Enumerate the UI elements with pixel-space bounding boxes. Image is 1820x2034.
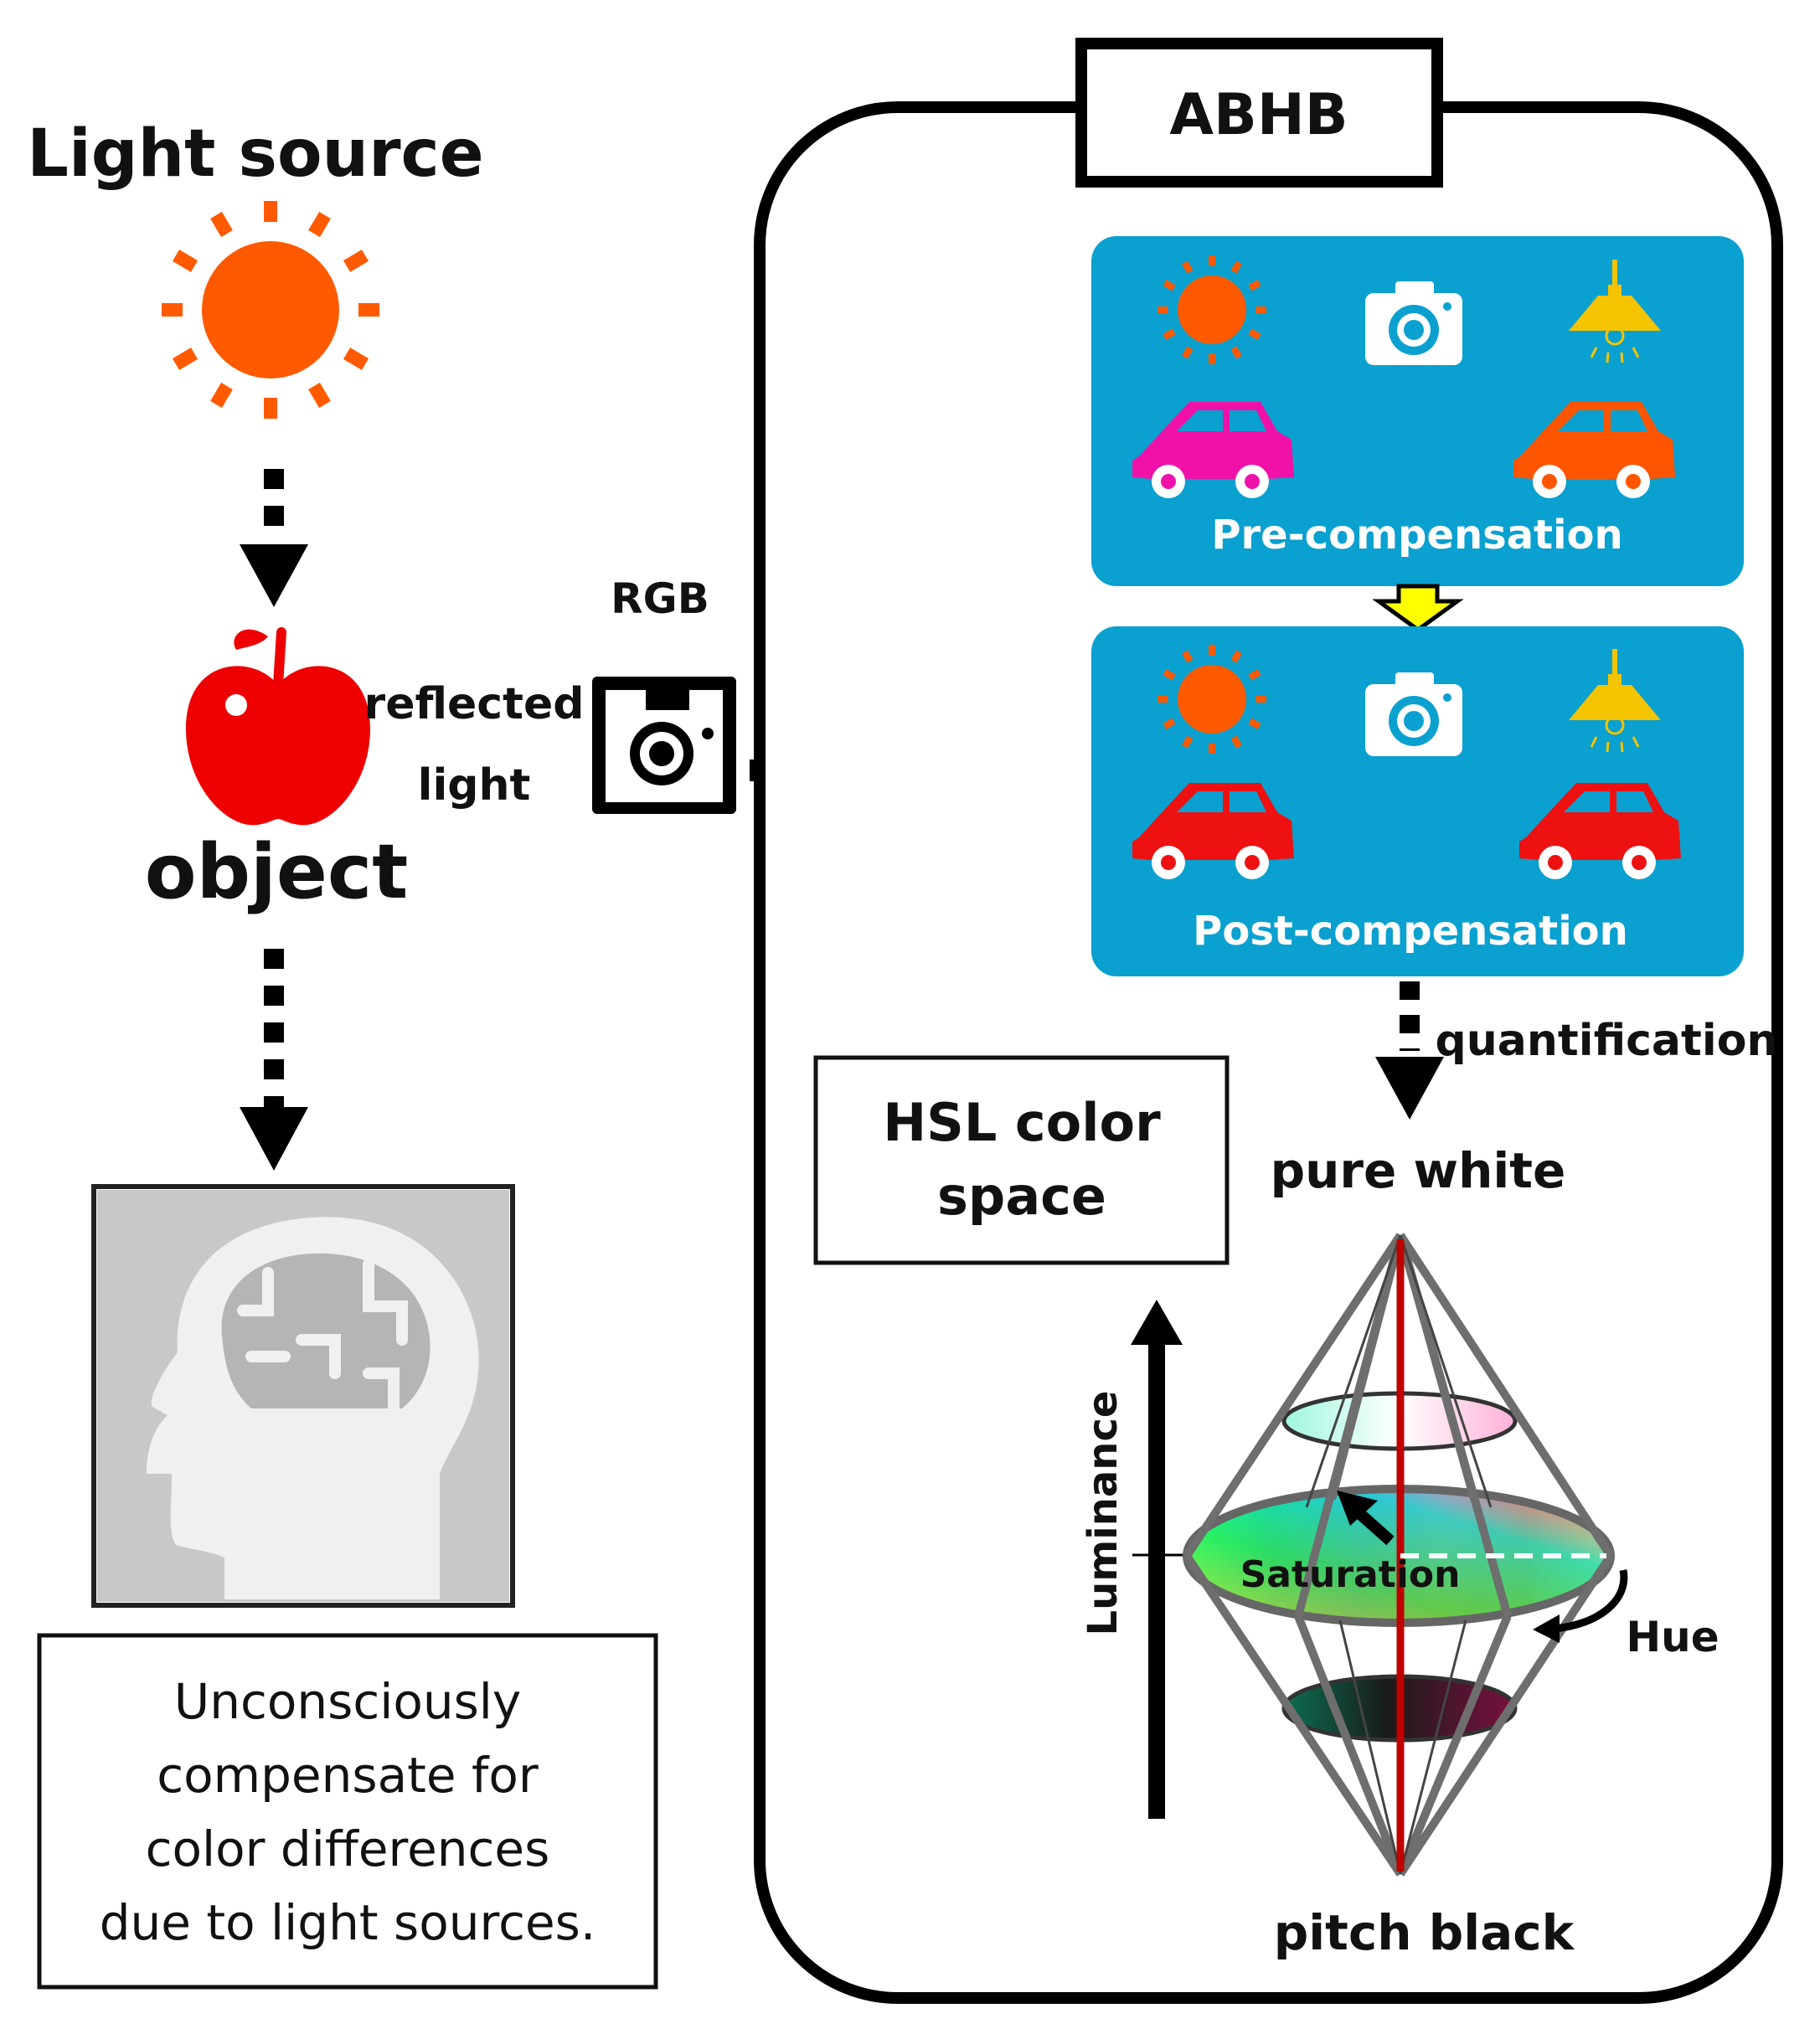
caption-line-4: due to light sources. [100,1894,596,1951]
rgb-label: RGB [611,574,709,623]
reflected-light-label-line2: light [418,760,531,811]
camera-icon [1365,281,1462,365]
post-compensation-panel: Post-compensation [1091,626,1744,976]
luminance-axis [1131,1300,1185,1819]
hsl-label-line1: HSL color [883,1092,1161,1153]
head-brain-icon [91,1184,515,1608]
reflected-light-label-line1: reflected [364,679,585,729]
caption-line-1: Unconsciously [174,1673,521,1730]
hue-label: Hue [1626,1613,1719,1661]
object-label: object [145,828,409,916]
pre-compensation-panel: Pre-compensation [1091,236,1744,586]
saturation-label: Saturation [1240,1553,1461,1596]
yellow-down-arrow [1372,584,1464,633]
post-compensation-label: Post-compensation [1193,908,1628,955]
hsl-label-box: HSL color space [813,1055,1230,1265]
brain-caption-box: Unconsciously compensate for color diffe… [37,1633,658,1990]
pure-white-label: pure white [1271,1142,1566,1199]
arrow-object-to-brain [240,949,308,1171]
abhb-title-box: ABHB [1075,38,1443,188]
quantification-label: quantification [1436,1016,1778,1066]
hsl-label-line2: space [937,1166,1106,1227]
camera-icon [1365,672,1462,756]
pitch-black-label: pitch black [1274,1904,1575,1961]
abhb-title: ABHB [1169,82,1348,148]
arrow-sun-to-object [240,469,308,607]
caption-line-2: compensate for [157,1747,539,1804]
sun-icon [162,201,379,419]
caption-line-3: color differences [146,1820,550,1877]
hsl-bicone-icon [1183,1233,1628,1877]
luminance-label: Luminance [1080,1391,1127,1636]
light-source-label: Light source [27,116,483,192]
pre-compensation-label: Pre-compensation [1211,512,1622,559]
apple-icon [186,627,370,826]
camera-icon [592,677,736,814]
quantification-arrow [1375,981,1444,1120]
